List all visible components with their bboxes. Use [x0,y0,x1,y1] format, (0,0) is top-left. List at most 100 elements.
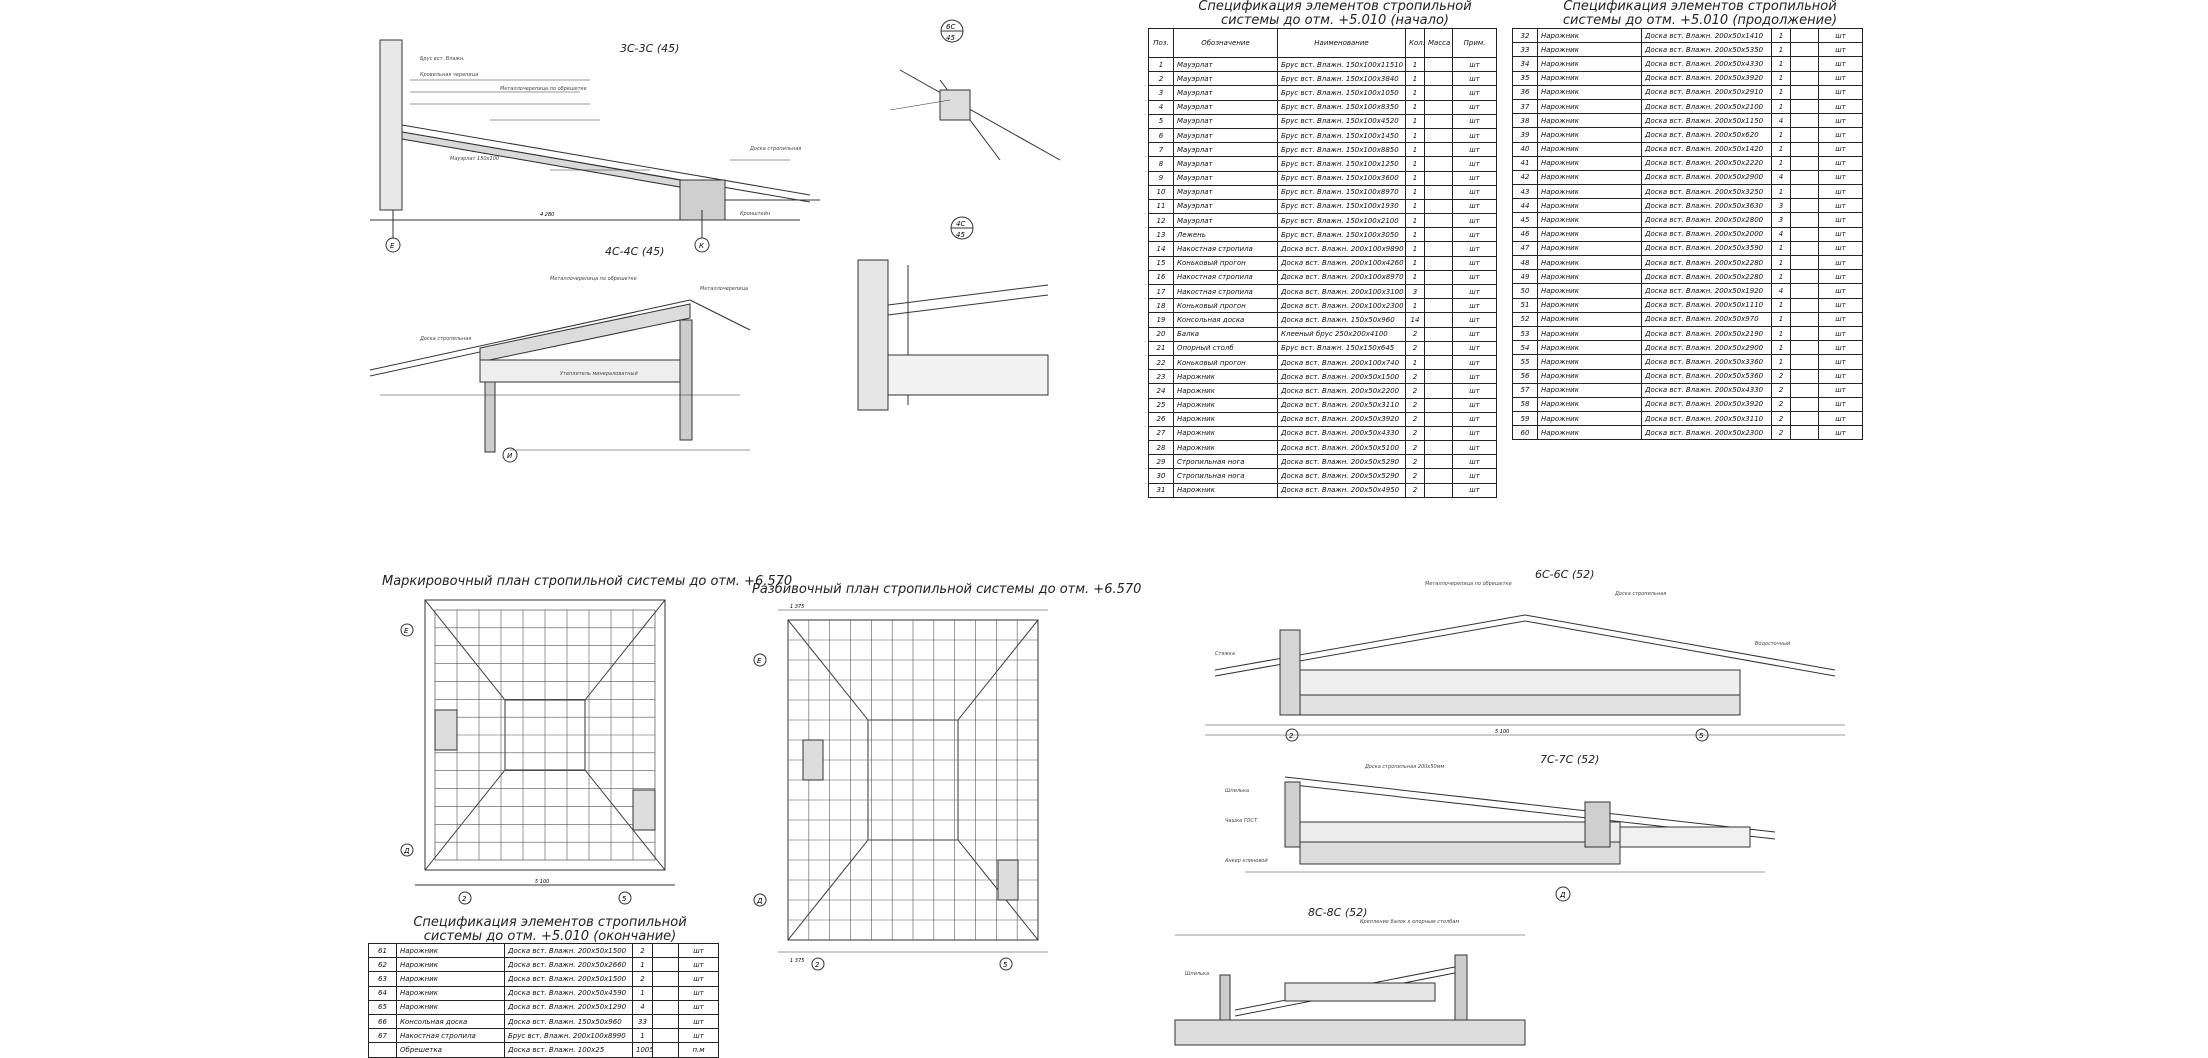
table-cell: Нарожник [1537,325,1642,342]
table-cell: 17 [1148,283,1174,300]
table-cell [1424,411,1453,427]
table-cell: шт [1452,56,1497,73]
table-cell: 1 [1771,127,1791,143]
spec-title-line: Спецификация элементов стропильной [1198,0,1472,14]
table-cell: 52 [1512,311,1538,327]
table-cell [1424,482,1453,498]
svg-text:Шпилька: Шпилька [1185,971,1209,977]
table-cell: шт [1452,440,1497,456]
table-cell: 1 [1771,141,1791,157]
table-cell: Нарожник [1537,70,1642,86]
table-cell: Нарожник [1537,368,1642,384]
table-cell: шт [1818,226,1863,242]
table-cell [1790,84,1819,100]
table-cell: Нарожник [1537,311,1642,327]
table-cell: Балка [1173,326,1278,342]
table-cell: шт [1818,127,1863,143]
table-cell: 61 [368,942,397,959]
table-cell: Нарожник [1537,113,1642,129]
table-cell: 1 [1771,297,1791,313]
table-cell: Нарожник [1173,369,1278,385]
table-cell [1424,99,1453,115]
table-cell [1790,212,1819,228]
table-cell: шт [1818,240,1863,257]
table-cell: Мауэрлат [1173,113,1278,129]
table-cell: Доска вст. Влажн. 200х50х3920 [1641,396,1772,413]
table-cell: 10 [1148,184,1174,200]
table-cell: шт [1818,169,1863,186]
table-cell: Доска вст. Влажн. 200х50х5290 [1277,454,1406,470]
table-cell: Доска вст. Влажн. 200х100х3100 [1277,283,1406,300]
table-cell [652,942,679,959]
table-cell: шт [1452,425,1497,442]
table-cell: Доска вст. Влажн. 200х50х2280 [1641,269,1772,285]
table-cell: Доска вст. Влажн. 200х50х2300 [1641,425,1772,441]
table-cell [1790,368,1819,384]
table-cell: Брус вст. Влажн. 150х100х4520 [1277,113,1406,129]
table-cell: Доска вст. Влажн. 200х50х3920 [1641,70,1772,86]
table-cell: шт [678,971,719,987]
table-cell: 1 [1405,255,1425,271]
table-cell: 44 [1512,198,1538,214]
table-cell: Нарожник [396,999,505,1015]
marking-plan-title: Маркировочный план стропильной системы д… [382,574,793,589]
table-cell: шт [1452,283,1497,300]
table-cell: шт [1818,212,1863,228]
layout-plan-drawing: 1 375 1 375 Е Д 2 5 [753,604,1048,971]
table-cell: 4 [1771,169,1791,186]
table-cell: Стропильная нога [1173,454,1278,470]
table-cell: шт [1818,311,1863,327]
table-cell: Мауэрлат [1173,198,1278,215]
table-cell: Доска вст. Влажн. 200х50х5100 [1277,440,1406,456]
table-cell: Мауэрлат [1173,142,1278,158]
table-cell: шт [1818,70,1863,86]
table-cell: Доска вст. Влажн. 200х50х3590 [1641,240,1772,257]
table-cell: Доска вст. Влажн. 200х100х8970 [1277,269,1406,286]
section-title-6c-6c: 6С-6С (52) [1535,568,1595,581]
svg-text:Доска стропильная: Доска стропильная [419,336,471,342]
table-cell: Опорный столб [1173,340,1278,356]
table-cell: шт [1452,184,1497,200]
table-cell [1790,340,1819,356]
table-cell: 30 [1148,468,1174,484]
spec-title-line: Спецификация элементов стропильной [413,915,687,930]
table-cell [1790,311,1819,327]
table-cell [652,985,679,1001]
table-cell: Нарожник [1537,212,1642,228]
table-cell: 31 [1148,482,1174,498]
table-cell: шт [1452,113,1497,129]
table-cell: Накостная стропила [1173,269,1278,286]
table-cell: 1 [1405,71,1425,87]
table-cell: Нарожник [1537,169,1642,186]
table-cell: 2 [1405,397,1425,413]
table-cell: Нарожник [1173,425,1278,442]
axis-label: К [699,242,705,250]
table-cell: шт [1452,354,1497,371]
table-cell: 2 [1405,425,1425,442]
section-title-4c: 4С-4С (45) [605,245,665,258]
table-cell: Брус вст. Влажн. 150х100х8350 [1277,99,1406,115]
table-cell: шт [1818,354,1863,370]
table-cell: Брус вст. Влажн. 150х100х1050 [1277,85,1406,101]
table-cell: Доска вст. Влажн. 200х100х2300 [1277,298,1406,314]
table-cell: шт [1452,482,1497,498]
spec-table-begin: Поз. Обозначение Наименование Кол. Масса… [1148,28,1497,498]
table-cell: 4 [1771,283,1791,299]
